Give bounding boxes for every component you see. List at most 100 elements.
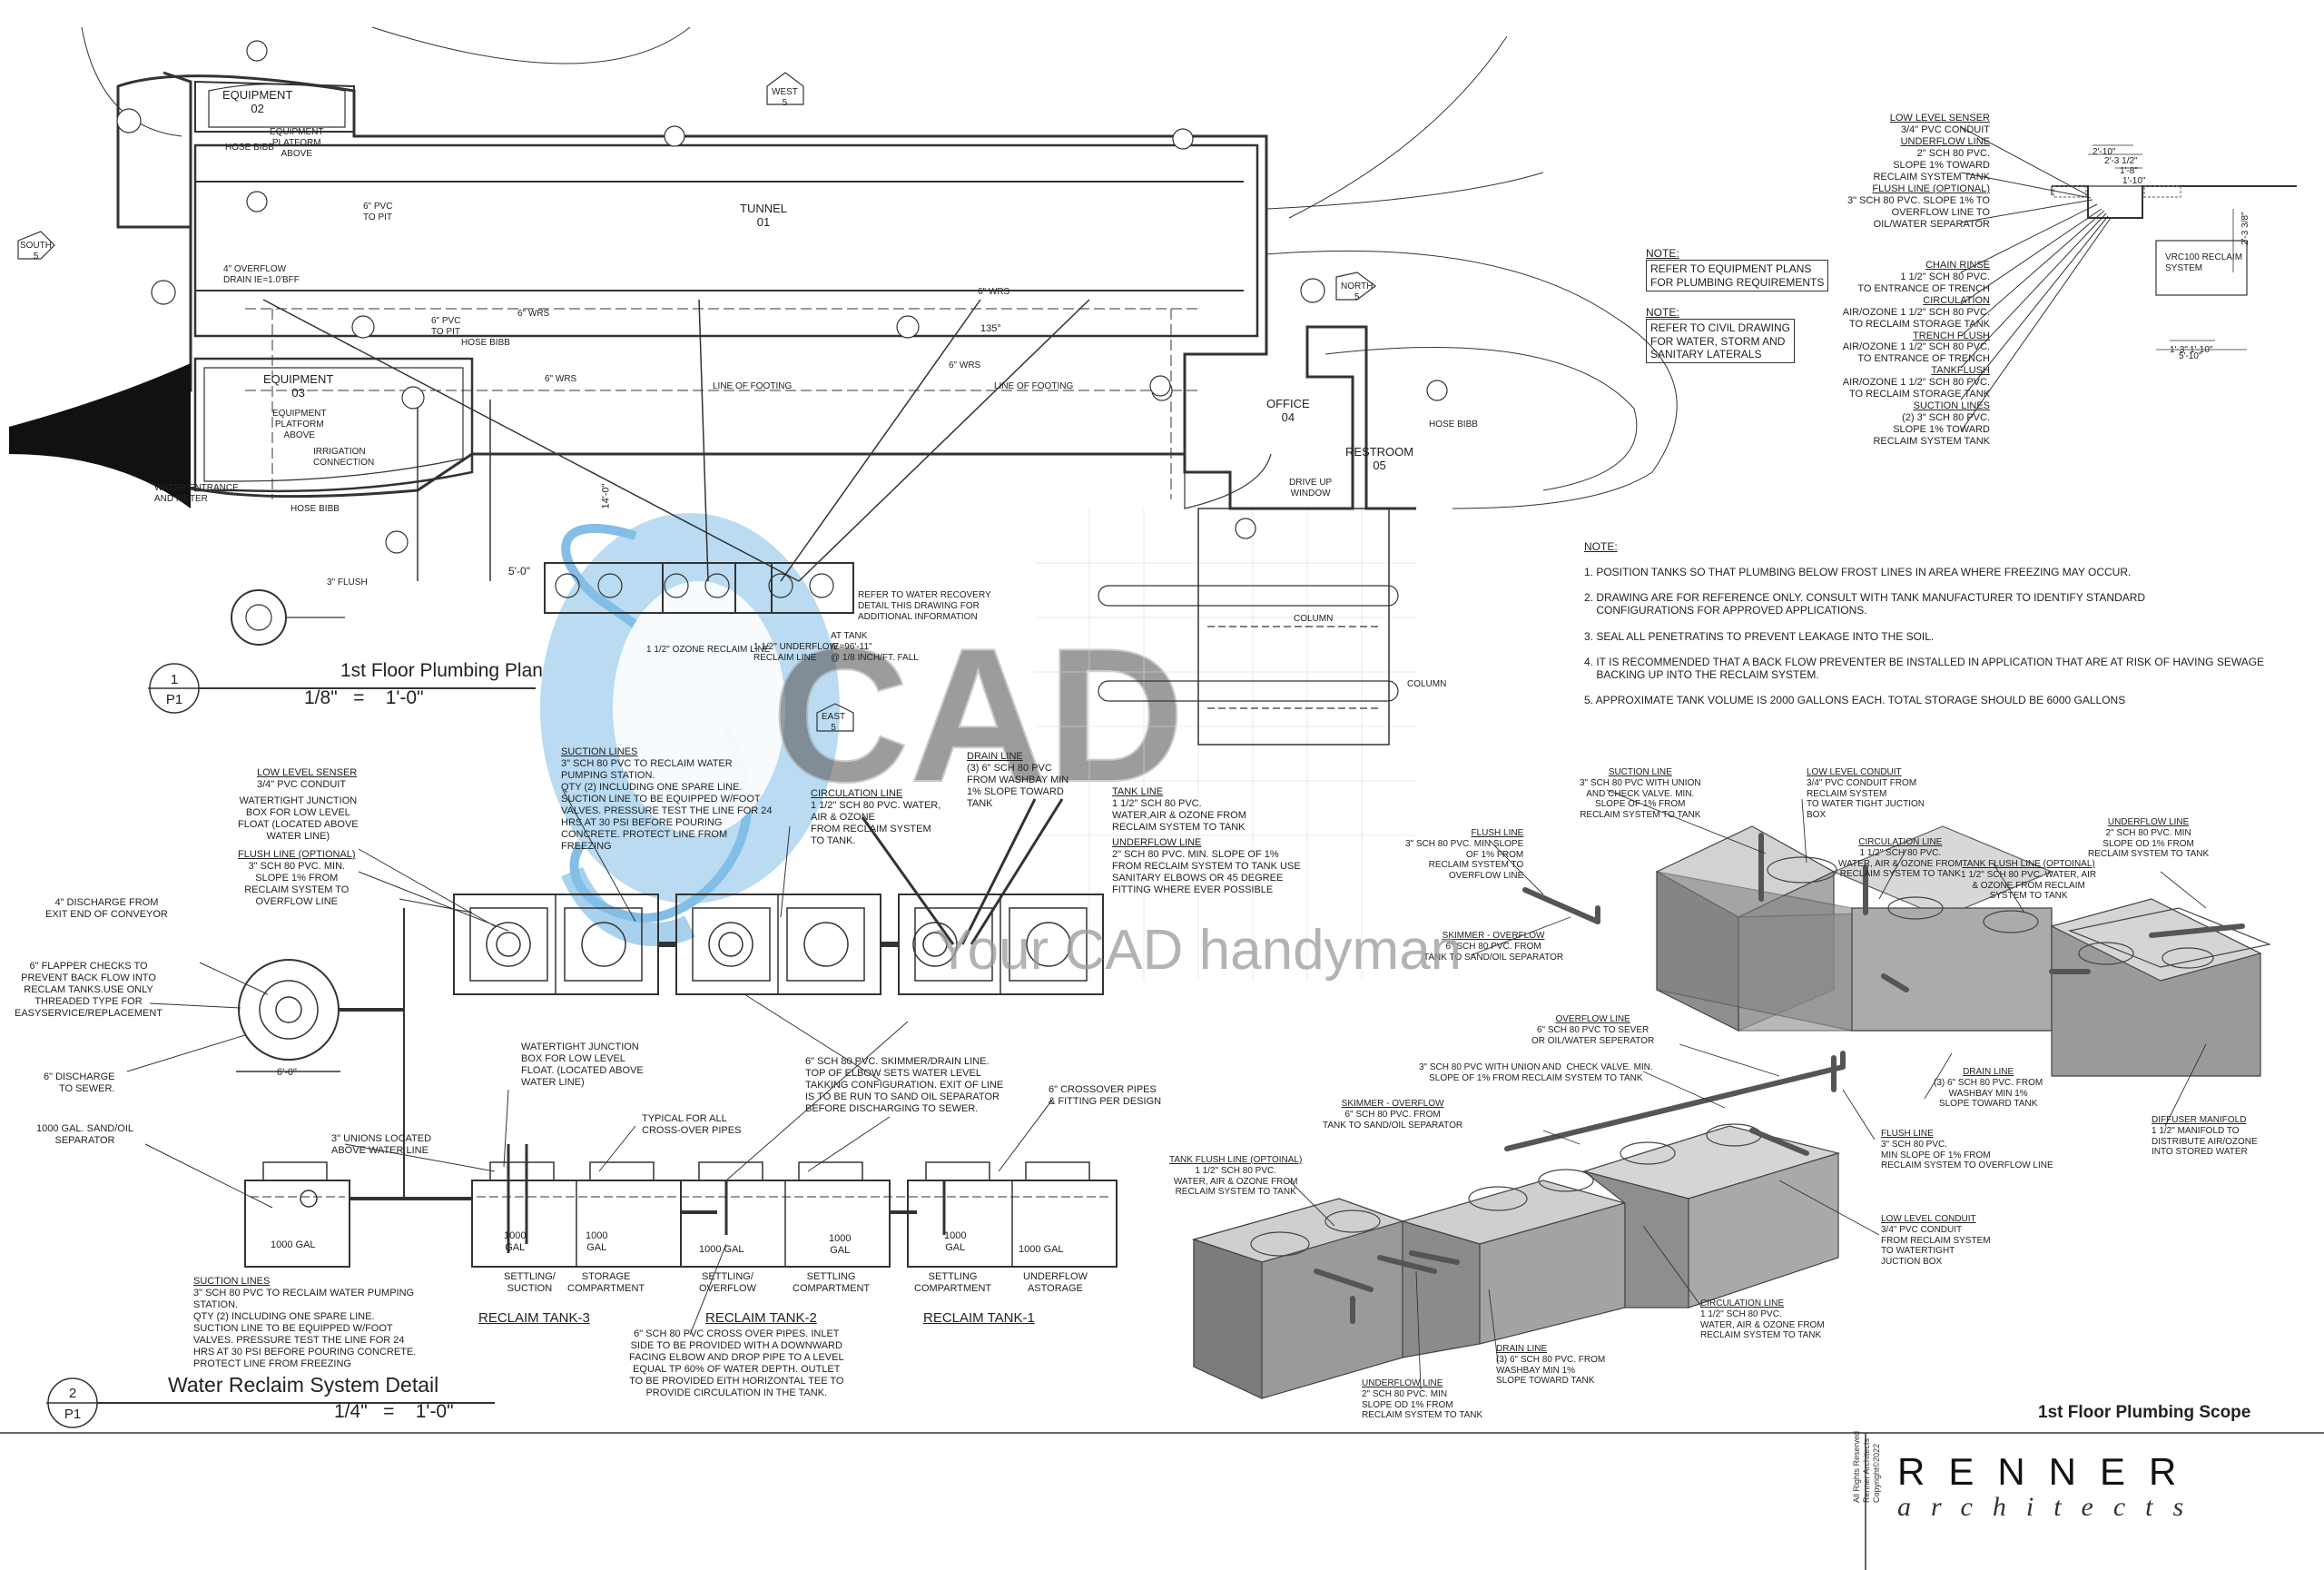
callout-separator: 1000 GAL. SAND/OIL SEPARATOR	[36, 1123, 133, 1146]
label-equipment-platform-1: EQUIPMENT PLATFORM ABOVE	[270, 127, 324, 159]
detail-tag-sheet: P1	[64, 1407, 82, 1422]
scope-diffuser: DIFFUSER MANIFOLD 1 1/2" MANIFOLD TO DIS…	[2152, 1115, 2258, 1158]
tank2-left-label: SETTLING/ OVERFLOW	[699, 1271, 756, 1294]
callout-low-level-senser: LOW LEVEL SENSER 3/4" PVC CONDUIT	[257, 767, 358, 790]
general-note-5: 5. APPROXIMATE TANK VOLUME IS 2000 GALLO…	[1584, 694, 2126, 707]
note-equipment-box: REFER TO EQUIPMENT PLANS FOR PLUMBING RE…	[1646, 260, 1829, 291]
trench-dim-3: 1'-8"	[2120, 166, 2138, 176]
label-line-of-footing-1: LINE OF FOOTING	[713, 381, 793, 391]
trench-system-label: VRC100 RECLAIM SYSTEM	[2165, 252, 2243, 273]
callout-drain-line: DRAIN LINE (3) 6" SCH 80 PVC FROM WASHBA…	[967, 751, 1069, 809]
watermark-logo: CAD	[540, 509, 1416, 981]
callout-suction-bottom: SUCTION LINES 3" SCH 80 PVC TO RECLAIM W…	[193, 1276, 417, 1369]
label-hose-bibb-4: HOSE BIBB	[290, 504, 340, 514]
label-column-2: COLUMN	[1407, 679, 1447, 689]
tank3-right-label: STORAGE COMPARTMENT	[567, 1271, 645, 1294]
scope-low-level-bottom: LOW LEVEL CONDUIT 3/4" PVC CONDUIT FROM …	[1881, 1214, 1991, 1268]
label-hose-bibb-3: HOSE BIBB	[1429, 420, 1478, 430]
scope-title: 1st Floor Plumbing Scope	[2038, 1403, 2251, 1422]
label-equipment-platform-2: EQUIPMENT PLATFORM ABOVE	[272, 409, 327, 440]
general-note-3: 3. SEAL ALL PENETRATINS TO PREVENT LEAKA…	[1584, 629, 1935, 643]
callout-4in-discharge: 4" DISCHARGE FROM EXIT END OF CONVEYOR	[45, 897, 168, 920]
scope-drain-bottom: DRAIN LINE (3) 6" SCH 80 PVC. FROM WASHB…	[1496, 1344, 1606, 1387]
callout-underflow: UNDERFLOW LINE 2" SCH 80 PVC. MIN. SLOPE…	[1112, 837, 1301, 895]
scope-underflow-top: UNDERFLOW LINE 2" SCH 80 PVC. MIN SLOPE …	[2088, 817, 2210, 860]
label-refer-detail: REFER TO WATER RECOVERY DETAIL THIS DRAW…	[858, 590, 991, 622]
callout-suction-top: SUCTION LINES 3" SCH 80 PVC TO RECLAIM W…	[561, 746, 773, 852]
plan-title: 1st Floor Plumbing Plan	[340, 660, 543, 681]
general-note-4: 4. IT IS RECOMMENDED THAT A BACK FLOW PR…	[1584, 655, 2265, 681]
tank3-left-gal: 1000 GAL	[504, 1230, 527, 1253]
label-irrigation: IRRIGATION CONNECTION	[313, 447, 375, 468]
separator-dim-6ft: 6'-0"	[277, 1067, 297, 1078]
note-civil-box: REFER TO CIVIL DRAWING FOR WATER, STORM …	[1646, 319, 1796, 364]
firm-name: RENNER	[1897, 1450, 2201, 1493]
label-underflow-line: 1 1/2" UNDERFLOW RECLAIM LINE	[753, 642, 839, 663]
trench-dim-4: 1'-10"	[2122, 176, 2146, 186]
tank3-name: RECLAIM TANK-3	[478, 1310, 590, 1326]
callout-circulation: CIRCULATION LINE 1 1/2" SCH 80 PVC. WATE…	[811, 788, 941, 846]
note-equipment: NOTE: REFER TO EQUIPMENT PLANS FOR PLUMB…	[1646, 247, 1829, 291]
callout-crossover: 6" CROSSOVER PIPES & FITTING PER DESIGN	[1049, 1084, 1162, 1107]
trench-dim-6: 1'-3"	[2170, 345, 2188, 355]
label-3in-flush: 3" FLUSH	[327, 578, 368, 588]
plan-tag-number: 1	[170, 672, 179, 687]
compass-west: WEST 5	[772, 87, 798, 108]
scope-low-level-top: LOW LEVEL CONDUIT 3/4" PVC CONDUIT FROM …	[1807, 767, 1925, 821]
scope-flush-line: FLUSH LINE 3" SCH 80 PVC. MIN SLOPE OF 1…	[1405, 828, 1524, 882]
label-wrs-4: 6" WRS	[545, 374, 577, 384]
landscape-black-fill	[9, 363, 191, 509]
sheet-frame	[0, 1432, 2324, 1570]
plan-tag-sheet: P1	[165, 692, 183, 707]
floor-plan	[81, 26, 1678, 746]
callout-crossover-pipes: 6" SCH 80 PVC CROSS OVER PIPES. INLET SI…	[629, 1328, 844, 1398]
tank2-right-gal: 1000 GAL	[829, 1233, 852, 1256]
callout-skimmer: 6" SCH 80 PVC. SKIMMER/DRAIN LINE. TOP O…	[805, 1056, 1004, 1114]
scope-suction-line: SUCTION LINE 3" SCH 80 PVC WITH UNION AN…	[1580, 767, 1701, 821]
tank1-left-gal: 1000 GAL	[944, 1230, 967, 1253]
label-water-entrance: WATER ENTRANCE AND METER	[154, 483, 239, 504]
room-equipment-03: EQUIPMENT 03	[263, 372, 334, 400]
trench-dim-1: 2'-10"	[2093, 147, 2116, 157]
copyright-text: All Rights Reserved Renner Architects Co…	[1852, 1430, 1881, 1503]
tank1-right-label: UNDERFLOW ASTORAGE	[1023, 1271, 1088, 1294]
scope-drain-right: DRAIN LINE (3) 6" SCH 80 PVC. FROM WASHB…	[1934, 1067, 2043, 1110]
scope-suction-check: 3" SCH 80 PVC WITH UNION AND CHECK VALVE…	[1419, 1062, 1653, 1083]
label-wrs-1: 6" WRS	[978, 287, 1010, 297]
callout-junction-box: WATERTIGHT JUNCTION BOX FOR LOW LEVEL FL…	[238, 795, 359, 842]
general-note-1: 1. POSITION TANKS SO THAT PLUMBING BELOW…	[1584, 566, 2132, 579]
plan-tags	[116, 40, 1448, 554]
scope-circulation-bottom: CIRCULATION LINE 1 1/2" SCH 80 PVC. WATE…	[1700, 1298, 1825, 1341]
label-at-tank: AT TANK IE=96'-11" @ 1/8 INCH/FT. FALL	[831, 631, 919, 663]
trench-dim-8: 5'-10"	[2179, 351, 2202, 361]
label-dim-14ft: 14'-0"	[600, 483, 612, 509]
scope-tank-flush-top: TANK FLUSH LINE (OPTOINAL) 1 1/2" SCH 80…	[1961, 859, 2097, 902]
trench-dim-2: 2'-3 1/2"	[2104, 156, 2138, 166]
detail-tag-number: 2	[68, 1386, 77, 1401]
label-pvc-to-pit-1: 6" PVC TO PIT	[363, 202, 393, 222]
scope-leaders	[1288, 789, 2207, 1390]
note-civil: NOTE: REFER TO CIVIL DRAWING FOR WATER, …	[1646, 306, 1796, 364]
label-wrs-2: 6" WRS	[517, 309, 550, 319]
scope-3d-pipes-bottom	[1314, 1051, 1846, 1324]
tank1-left-label: SETTLING COMPARTMENT	[914, 1271, 992, 1294]
label-wrs-3: 6" WRS	[949, 360, 981, 370]
scope-3d-tanks-top	[1655, 825, 2272, 1077]
tank1-name: RECLAIM TANK-1	[923, 1310, 1035, 1326]
tank3-right-gal: 1000 GAL	[586, 1230, 608, 1253]
trench-detail	[1960, 126, 2297, 432]
label-hose-bibb-1: HOSE BIBB	[225, 143, 274, 153]
detail-title: Water Reclaim System Detail	[168, 1373, 439, 1397]
label-angle-135: 135°	[980, 323, 1001, 334]
general-note-2: 2. DRAWING ARE FOR REFERENCE ONLY. CONSU…	[1584, 591, 2146, 617]
title-block-logo: RENNER architects	[1897, 1449, 2203, 1523]
tank2-right-label: SETTLING COMPARTMENT	[793, 1271, 871, 1294]
scope-circulation-top: CIRCULATION LINE 1 1/2" SCH 80 PVC. WATE…	[1838, 837, 1963, 880]
label-ozone-line: 1 1/2" OZONE RECLAIM LINE	[646, 645, 771, 655]
firm-subtitle: architects	[1897, 1491, 2204, 1522]
compass-east: EAST 5	[822, 712, 846, 733]
callout-tank-line: TANK LINE 1 1/2" SCH 80 PVC. WATER,AIR &…	[1112, 786, 1246, 833]
compass-south: SOUTH 5	[20, 241, 52, 262]
